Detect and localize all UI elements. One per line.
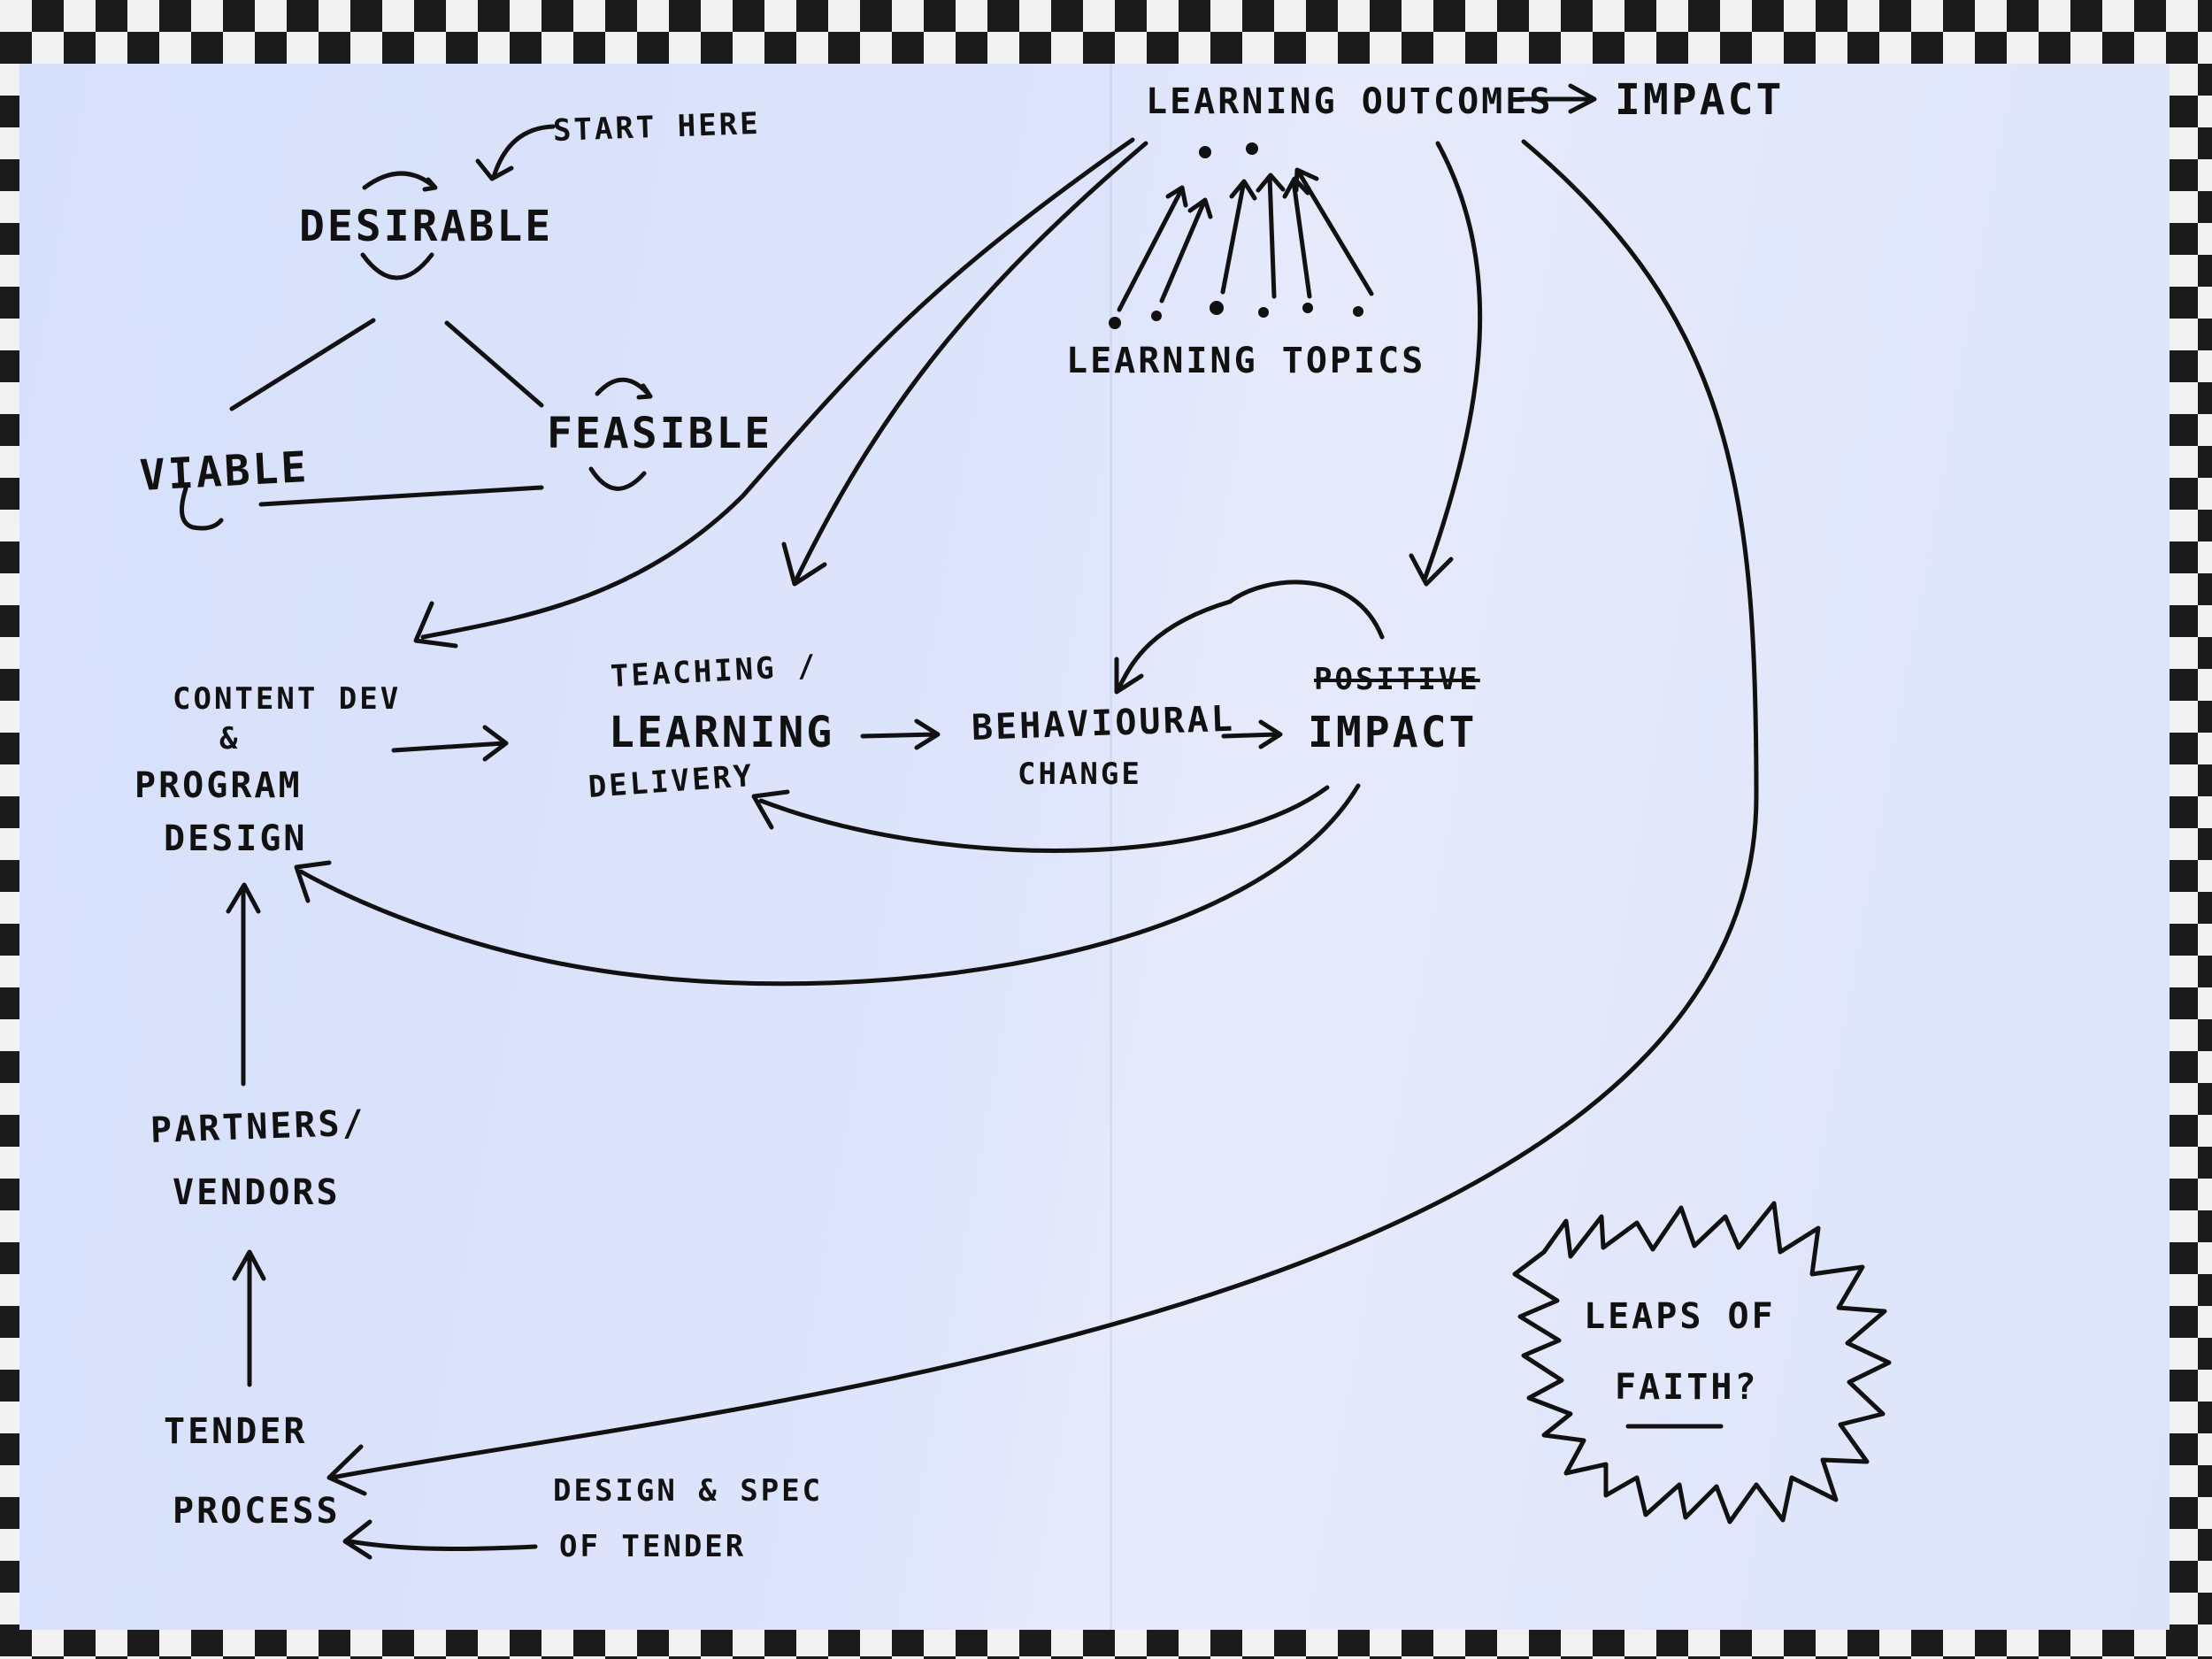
start-here-note: START HERE bbox=[552, 105, 762, 149]
arrow-partners-to-content bbox=[226, 882, 261, 1087]
partners-line1: PARTNERS/ bbox=[150, 1102, 367, 1151]
arrow-outcomes-to-teaching bbox=[781, 141, 1148, 587]
arrow-impact-to-behavioural-loop bbox=[1114, 580, 1385, 695]
content-dev-line2: & bbox=[219, 721, 241, 757]
arrow-content-to-teaching bbox=[391, 725, 509, 762]
edge-viable-feasible bbox=[258, 485, 544, 507]
start-here-arrow bbox=[475, 124, 556, 181]
arrow-impact-to-content-loop bbox=[294, 783, 1361, 987]
arrow-design-spec-to-tender bbox=[342, 1519, 538, 1560]
cycle-arc-feasible-bottom bbox=[588, 466, 647, 491]
content-dev-line1: CONTENT DEV bbox=[173, 681, 402, 717]
behavioural-line2: CHANGE bbox=[1018, 757, 1142, 792]
positive-struck-label: POSITIVE bbox=[1314, 662, 1480, 697]
topic-dots bbox=[1109, 301, 1363, 329]
content-dev-line3: PROGRAM bbox=[134, 765, 303, 806]
arrow-tender-to-partners bbox=[232, 1249, 266, 1387]
burst-line2: FAITH? bbox=[1615, 1367, 1759, 1408]
arrow-teaching-to-behavioural bbox=[860, 718, 941, 750]
paper-sheet bbox=[19, 64, 2170, 1630]
arrow-outcomes-to-tender bbox=[326, 139, 1759, 1496]
topic-arrows bbox=[1117, 167, 1374, 312]
viable-label: VIABLE bbox=[138, 442, 311, 501]
tender-line1: TENDER bbox=[164, 1411, 308, 1452]
partners-line2: VENDORS bbox=[173, 1172, 341, 1213]
cycle-arc-viable bbox=[180, 486, 224, 531]
leaps-of-faith-burst bbox=[1512, 1201, 1892, 1525]
arrow-outcomes-to-impact-bottom bbox=[1409, 141, 1483, 587]
learning-topics-label: LEARNING TOPICS bbox=[1066, 341, 1426, 381]
edge-desirable-feasible bbox=[444, 320, 544, 408]
impact-flow-label: IMPACT bbox=[1308, 708, 1478, 757]
arrow-behavioural-to-impact bbox=[1221, 719, 1283, 749]
framework-triangle bbox=[180, 124, 653, 531]
cycle-arc-desirable-bottom bbox=[360, 252, 434, 280]
feasible-label: FEASIBLE bbox=[547, 409, 773, 458]
tender-line2: PROCESS bbox=[173, 1491, 341, 1532]
impact-top-label: IMPACT bbox=[1615, 75, 1785, 125]
arrow-outcomes-to-content-dev bbox=[413, 137, 1135, 649]
outcome-dots bbox=[1199, 142, 1258, 158]
edge-desirable-viable bbox=[229, 318, 376, 411]
learning-outcomes-label: LEARNING OUTCOMES bbox=[1146, 81, 1554, 122]
cycle-arc-feasible-top bbox=[595, 377, 653, 400]
arrow-impact-to-teaching-loop bbox=[751, 785, 1330, 853]
desirable-label: DESIRABLE bbox=[299, 202, 554, 251]
burst-line1: LEAPS OF bbox=[1584, 1296, 1776, 1337]
design-spec-line1: DESIGN & SPEC bbox=[553, 1473, 824, 1509]
cycle-arc-desirable-top bbox=[362, 171, 438, 192]
design-spec-line2: OF TENDER bbox=[559, 1529, 747, 1564]
teaching-line2: LEARNING bbox=[609, 708, 835, 757]
arrow-outcomes-to-impact bbox=[1517, 83, 1597, 114]
content-dev-line4: DESIGN bbox=[164, 818, 308, 859]
